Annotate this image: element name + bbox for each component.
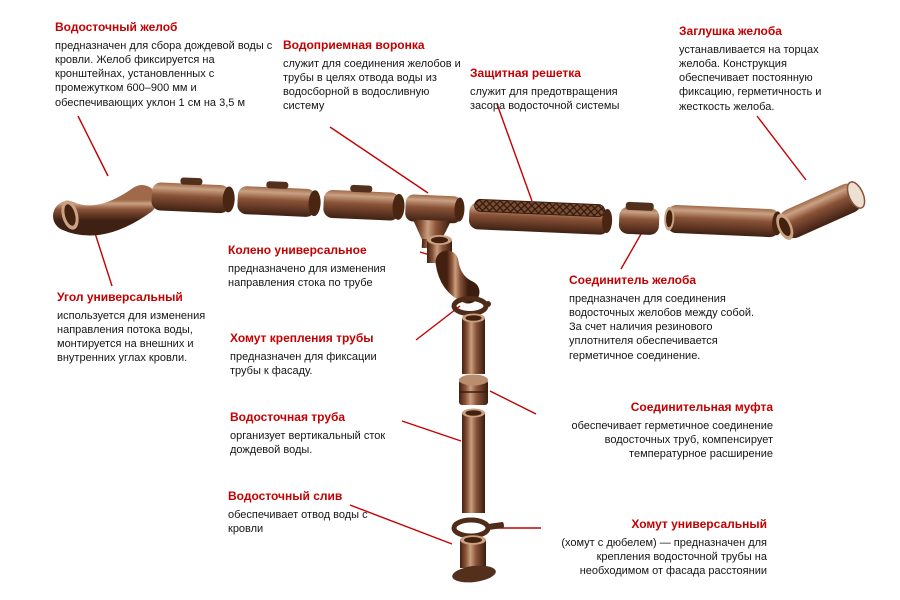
label-gutter-title: Водосточный желоб [55, 20, 178, 34]
label-funnel: Водоприемная воронка служит для соединен… [283, 38, 473, 114]
label-grate-desc: служит для предотвращения засора водосто… [470, 85, 620, 112]
leader-line-gutter [77, 115, 109, 177]
label-downpipe-desc: организует вертикальный сток дождевой во… [230, 429, 386, 456]
label-pipe-clamp: Хомут крепления трубы предназначен для ф… [230, 331, 408, 378]
label-funnel-desc: служит для соединения желобов и трубы в … [283, 57, 461, 113]
pipe-clamp-graphic [451, 296, 491, 316]
label-endcap-desc: устанавливается на торцах желоба. Констр… [679, 43, 822, 113]
label-corner: Угол универсальный используется для изме… [57, 290, 225, 366]
universal-clamp-graphic [451, 517, 505, 539]
label-corner-title: Угол универсальный [57, 290, 183, 304]
label-endcap: Заглушка желоба устанавливается на торца… [679, 24, 859, 114]
label-funnel-title: Водоприемная воронка [283, 38, 425, 52]
label-outlet-title: Водосточный слив [228, 489, 343, 503]
label-universal-clamp: Хомут универсальный (хомут с дюбелем) — … [552, 517, 767, 578]
label-endcap-title: Заглушка желоба [679, 24, 782, 38]
label-outlet-desc: обеспечивает отвод воды с кровли [228, 508, 368, 535]
label-grate: Защитная решетка служит для предотвращен… [470, 66, 642, 113]
outlet-graphic [452, 535, 496, 583]
gutter-bracket-graphic [180, 177, 203, 186]
endcap-graphic [776, 181, 866, 240]
gutter-connector-graphic [618, 201, 660, 235]
coupling-graphic [459, 374, 488, 405]
downpipe-graphic [462, 408, 485, 513]
label-outlet: Водосточный слив обеспечивает отвод воды… [228, 489, 388, 536]
gutter-bracket-graphic [350, 184, 373, 193]
label-gutter: Водосточный желоб предназначен для сбора… [55, 20, 273, 110]
leader-line-pipe-clamp [415, 305, 461, 341]
gutter-run-graphic [151, 177, 783, 249]
leader-line-downpipe [401, 420, 462, 442]
gutter-section-graphic [323, 184, 405, 221]
label-downpipe-title: Водосточная труба [230, 410, 346, 424]
label-elbow-title: Колено универсальное [228, 243, 367, 257]
leader-line-gutter-connector [620, 233, 642, 270]
label-downpipe: Водосточная труба организует вертикальны… [230, 410, 410, 457]
label-universal-clamp-title: Хомут универсальный [631, 517, 767, 531]
corner-graphic [53, 185, 157, 236]
gutter-section-graphic [664, 204, 783, 238]
label-corner-desc: используется для изменения направления п… [57, 309, 206, 365]
gutter-section-graphic [237, 181, 321, 217]
leader-lines [77, 103, 807, 545]
label-elbow: Колено универсальное предназначено для и… [228, 243, 413, 290]
leader-line-outlet [349, 504, 453, 545]
label-pipe-clamp-title: Хомут крепления трубы [230, 331, 374, 345]
label-elbow-desc: предназначено для изменения направления … [228, 262, 386, 289]
leader-line-corner [93, 229, 113, 287]
grate-graphic [468, 198, 613, 235]
label-gutter-connector-title: Соединитель желоба [569, 273, 697, 287]
label-coupling-desc: обеспечивает герметичное соединение водо… [571, 419, 774, 461]
label-gutter-connector: Соединитель желоба предназначен для соед… [569, 273, 769, 363]
leader-line-coupling [489, 390, 537, 415]
label-grate-title: Защитная решетка [470, 66, 581, 80]
elbow-graphic [435, 250, 480, 304]
label-pipe-clamp-desc: предназначен для фиксации трубы к фасаду… [230, 350, 377, 377]
pipe-segment-graphic [462, 313, 485, 374]
downpipe-assembly-graphic [427, 235, 505, 583]
label-gutter-desc: предназначен для сбора дождевой воды с к… [55, 39, 273, 109]
leader-line-endcap [756, 115, 807, 181]
label-universal-clamp-desc: (хомут с дюбелем) — предназначен для кре… [561, 536, 767, 578]
leader-line-funnel [329, 126, 429, 194]
gutter-bracket-graphic [266, 181, 289, 189]
label-gutter-connector-desc: предназначен для соединения водосточных … [569, 292, 755, 362]
label-coupling: Соединительная муфта обеспечивает гермет… [545, 400, 774, 461]
leader-line-grate [496, 103, 533, 202]
label-coupling-title: Соединительная муфта [630, 400, 773, 414]
gutter-section-graphic [151, 177, 235, 214]
